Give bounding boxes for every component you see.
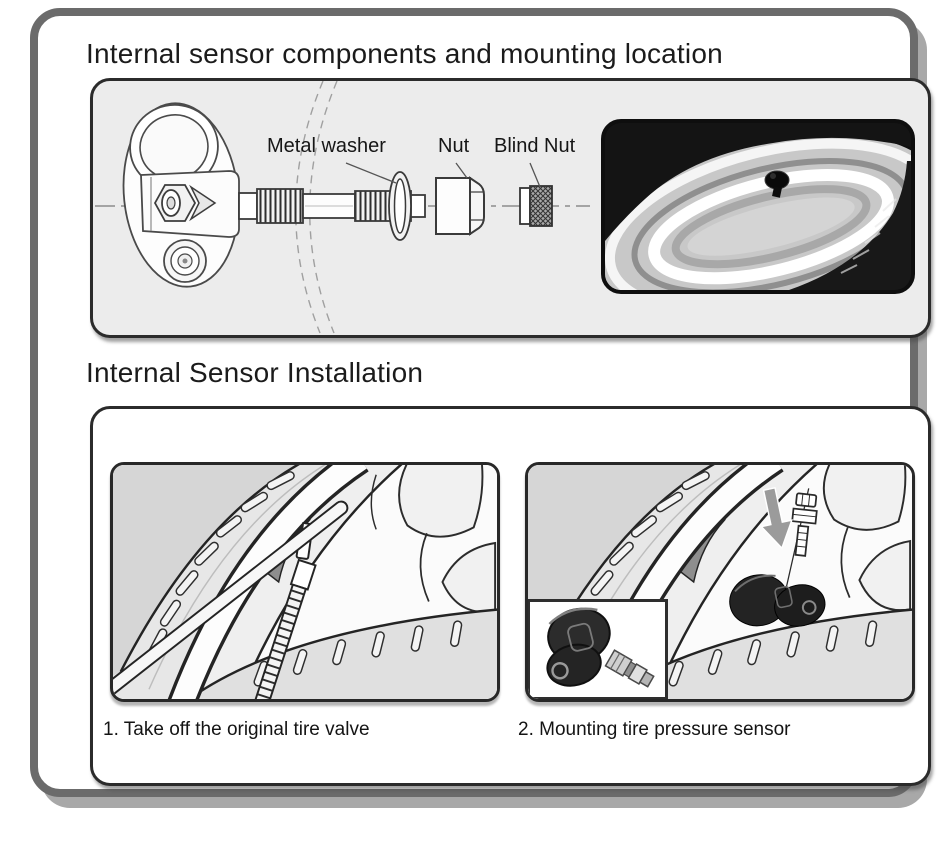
tpms-sensor-illustration [729, 574, 826, 627]
tire-tread-right [789, 161, 911, 290]
installation-panel: 1. Take off the original tire valve 2. M… [90, 406, 931, 786]
step1-caption: 1. Take off the original tire valve [103, 719, 370, 740]
tire-rim-photo-art [605, 123, 911, 290]
step1-illustration [110, 462, 500, 702]
step2-illustration [525, 462, 915, 702]
step2-caption: 2. Mounting tire pressure sensor [518, 719, 791, 740]
blind-nut-drawing [519, 185, 553, 227]
metal-washer-label: Metal washer [267, 135, 386, 157]
spoke-pockets [370, 465, 497, 614]
sensor-inset-closeup [528, 599, 668, 699]
mounted-sensor-dot [764, 170, 790, 198]
valve-stem-drawing [238, 188, 426, 224]
sensor-closeup-art [530, 602, 664, 696]
sensor-exploded-diagram [95, 81, 590, 334]
wheel-mounting-photo [601, 119, 915, 294]
tire-lever-drawing [113, 500, 349, 696]
remove-valve-art [113, 465, 497, 699]
sensor-valve-parts-drawing [784, 488, 818, 592]
spoke-pockets [822, 465, 912, 612]
metal-washer-drawing [388, 171, 412, 241]
rim-flange-band [167, 465, 369, 699]
components-diagram-panel: Metal washer Nut Blind Nut [90, 78, 931, 338]
valve-tool-drawing [254, 558, 317, 699]
outer-frame: Internal sensor components and mounting … [30, 8, 931, 797]
down-arrow-icon [759, 486, 793, 550]
nut-label: Nut [438, 135, 470, 157]
nut-drawing [435, 176, 485, 236]
section-title-components: Internal sensor components and mounting … [86, 38, 723, 69]
metal-valve-stem [604, 649, 655, 688]
tread-sipes-lower [668, 620, 878, 687]
tpms-sensor-body-drawing [122, 102, 240, 288]
section-title-installation: Internal Sensor Installation [86, 357, 424, 388]
tire-upper-sidewall [605, 123, 911, 241]
label-leader-lines [345, 162, 541, 188]
blind-nut-label: Blind Nut [494, 135, 576, 157]
